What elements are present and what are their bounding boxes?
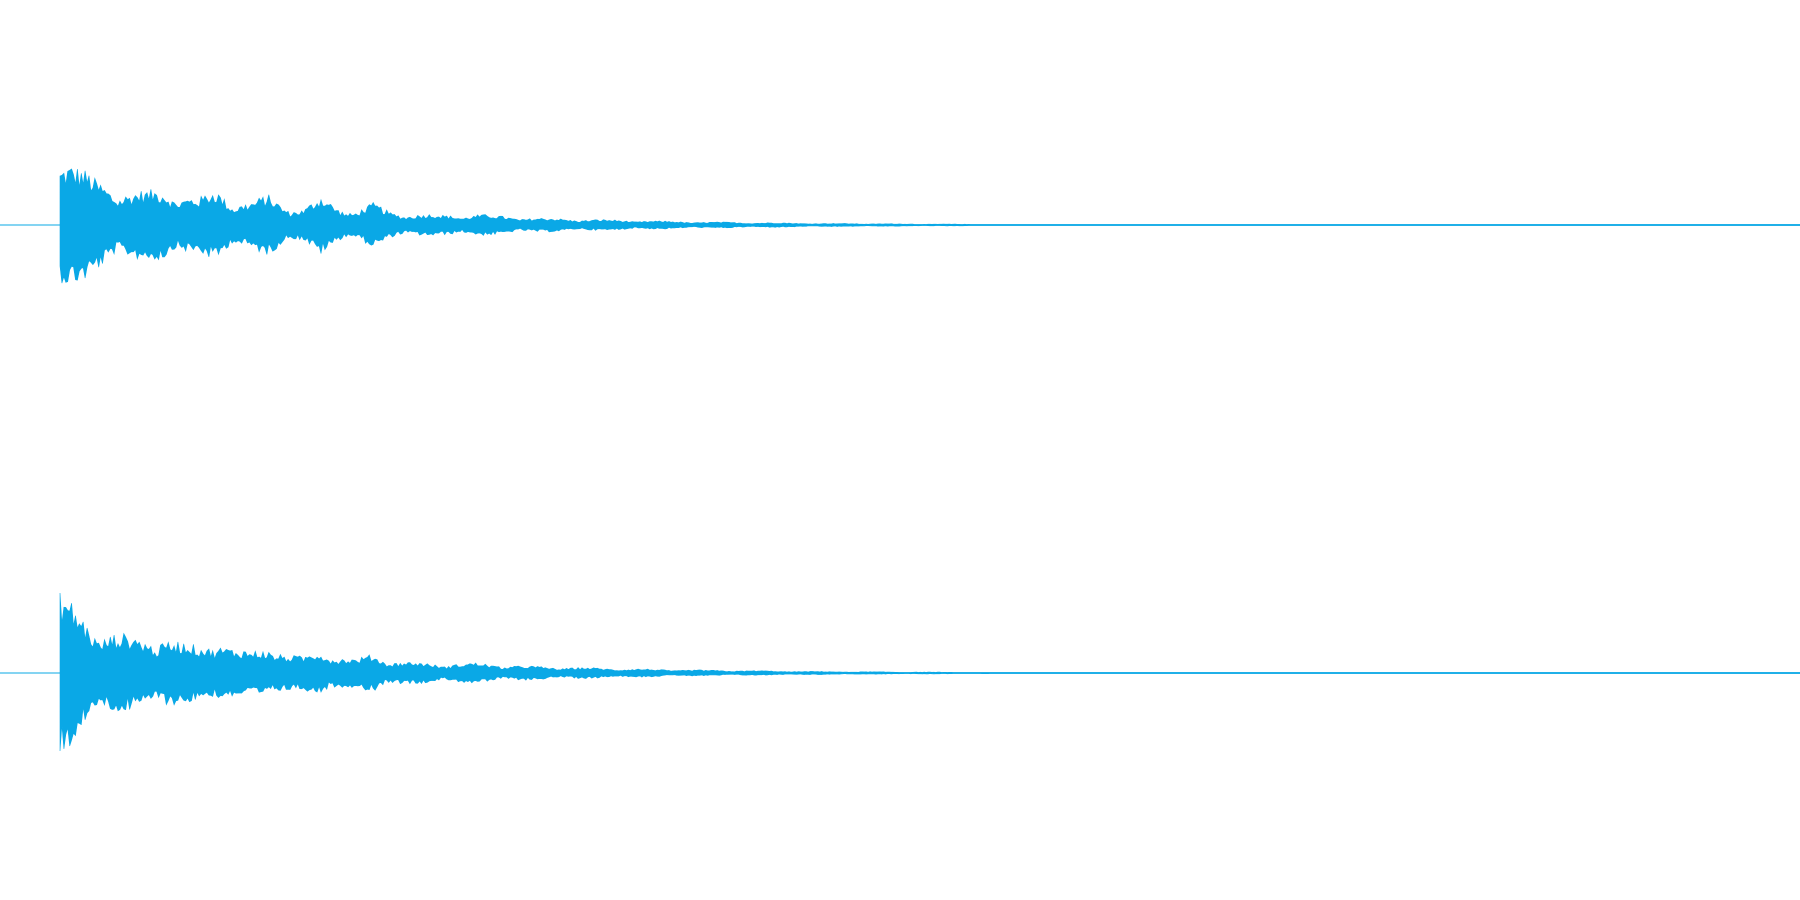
channel-2-waveform	[59, 592, 1800, 752]
channel-1	[0, 168, 1800, 284]
waveform-channels	[0, 168, 1800, 752]
channel-1-waveform	[59, 168, 1800, 284]
channel-2	[0, 592, 1800, 752]
